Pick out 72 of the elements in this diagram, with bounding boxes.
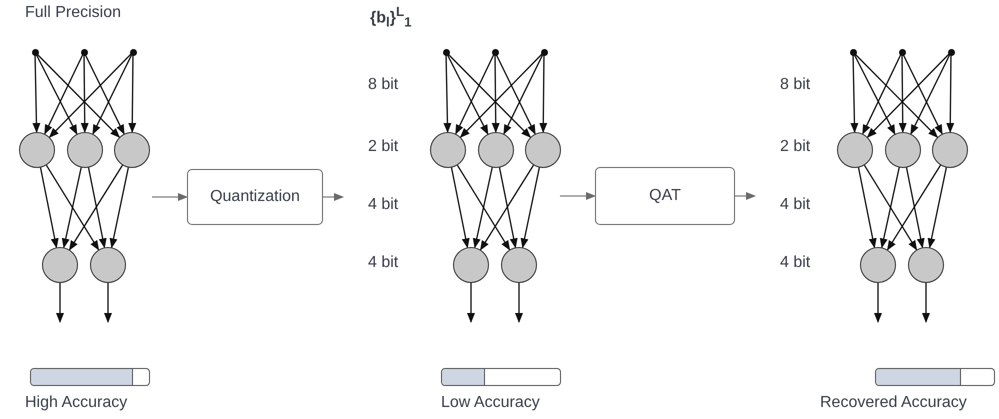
input-dot <box>898 48 906 56</box>
arrow <box>480 164 534 251</box>
accuracy-label: Low Accuracy <box>441 394 540 412</box>
arrow <box>48 52 134 138</box>
accuracy-bar <box>441 368 561 386</box>
input-dot <box>80 48 88 56</box>
bit-label: 4 bit <box>780 196 810 214</box>
arrow <box>322 193 344 201</box>
arrow <box>104 283 112 323</box>
arrow <box>928 167 947 248</box>
arrow <box>110 167 129 248</box>
arrow <box>515 283 523 323</box>
arrow <box>472 167 493 248</box>
arrow <box>460 52 544 138</box>
arrow <box>456 164 510 251</box>
neuron-circle <box>90 247 126 283</box>
bit-label: 4 bit <box>368 254 398 272</box>
arrow <box>864 164 918 251</box>
bit-label: 8 bit <box>780 76 810 94</box>
arrow <box>874 283 882 323</box>
input-dot <box>492 48 498 56</box>
neuron-circle <box>885 132 921 168</box>
arrow <box>40 168 59 248</box>
arrow <box>906 168 925 248</box>
neuron-circle <box>501 247 537 283</box>
neuron-circle <box>837 132 873 168</box>
bit-label: 2 bit <box>780 138 810 156</box>
input-dot <box>32 48 38 56</box>
input-dot <box>948 48 954 56</box>
accuracy-bar <box>30 368 150 386</box>
arrow <box>887 164 941 251</box>
arrow <box>450 168 470 248</box>
neuron-circle <box>430 132 466 168</box>
arrow <box>152 193 188 201</box>
arrow <box>498 168 518 248</box>
arrow <box>880 167 900 248</box>
arrow <box>560 192 596 200</box>
input-dot <box>850 48 856 56</box>
process-box: QAT <box>595 167 735 225</box>
bit-label: 4 bit <box>780 254 810 272</box>
neuron-circle <box>932 132 968 168</box>
arrow <box>922 283 930 323</box>
arrow <box>88 168 107 248</box>
neuron-circle <box>908 247 944 283</box>
arrow <box>69 164 123 251</box>
accuracy-bar <box>875 368 995 386</box>
neuron-circle <box>67 132 103 168</box>
neuron-circle <box>114 132 150 168</box>
input-dot <box>540 48 548 56</box>
arrow <box>467 283 475 323</box>
neuron-circle <box>42 247 78 283</box>
arrow <box>866 52 952 138</box>
heading: Full Precision <box>25 4 122 22</box>
process-box: Quantization <box>187 169 323 225</box>
neuron-circle <box>478 132 514 168</box>
arrow <box>734 192 756 200</box>
neuron-circle <box>860 247 896 283</box>
arrow <box>56 283 64 323</box>
input-dot <box>442 48 450 56</box>
accuracy-label: Recovered Accuracy <box>820 394 967 412</box>
input-dot <box>130 48 136 56</box>
arrow <box>858 168 877 248</box>
arrow <box>520 167 540 248</box>
neuron-circle <box>19 132 55 168</box>
bit-label: 4 bit <box>368 196 398 214</box>
bit-label: 2 bit <box>368 138 398 156</box>
arrow <box>46 164 100 251</box>
neuron-circle <box>453 247 489 283</box>
neuron-circle <box>525 132 561 168</box>
bit-label: 8 bit <box>368 76 398 94</box>
accuracy-label: High Accuracy <box>25 394 128 412</box>
arrow <box>62 167 82 248</box>
